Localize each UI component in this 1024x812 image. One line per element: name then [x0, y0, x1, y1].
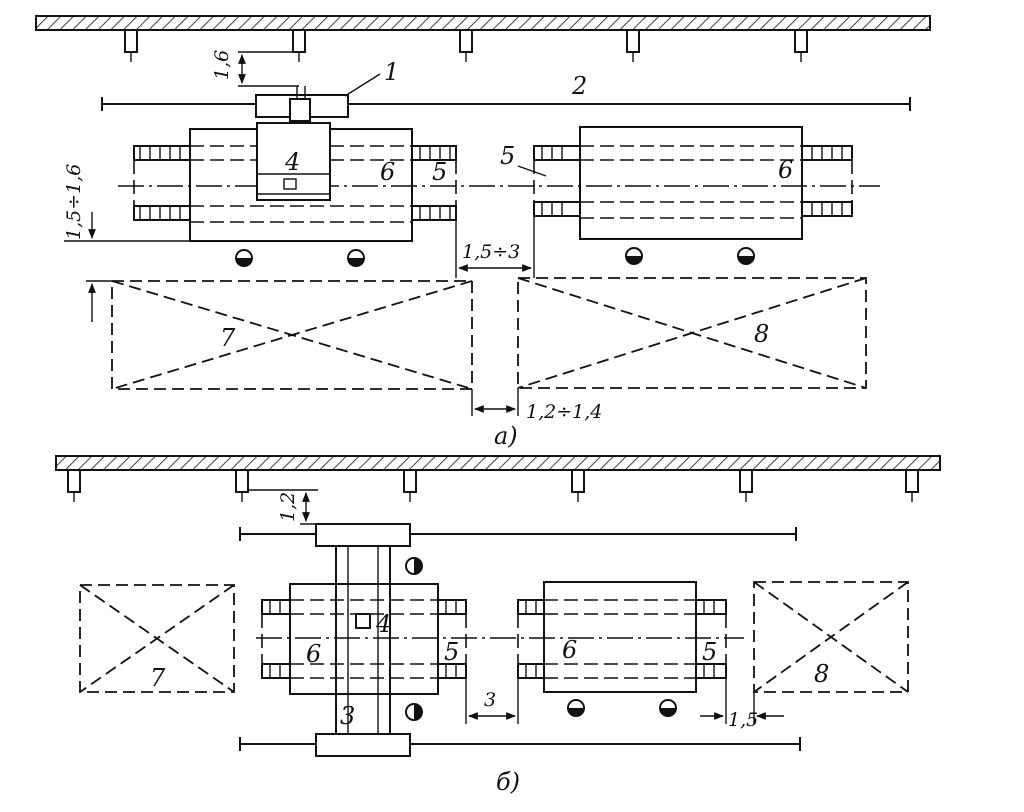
column: [292, 29, 306, 62]
operator-icons-a: [235, 247, 755, 267]
label-5: 5: [500, 142, 515, 170]
label-8: 8: [814, 660, 829, 688]
operator-icon: [737, 247, 755, 265]
machine-6-left-b: 6: [289, 583, 439, 695]
label-7: 7: [150, 664, 166, 692]
column: [403, 469, 417, 502]
operator-icon: [567, 699, 585, 717]
storage-area-8-a: 8: [517, 277, 867, 389]
dimension-between-areas-a: 1,2÷1,4: [471, 388, 602, 423]
column: [124, 29, 138, 62]
roll-5-mid-b: 5: [437, 599, 467, 679]
roll-5-right-b: [517, 599, 545, 679]
label-4: 4: [375, 610, 391, 638]
roll-left-a: [133, 145, 191, 221]
dimension-column-gap-b: 1,2: [248, 489, 318, 525]
machine-6-right-a: 6: [579, 126, 803, 240]
dim-text: 1,2: [277, 492, 299, 522]
machine-6-left-a: 4 6: [189, 122, 413, 242]
wall-a: [35, 15, 931, 31]
column: [626, 29, 640, 62]
label-5: 5: [702, 638, 717, 666]
label-6: 6: [562, 636, 577, 664]
dim-text: 1,5÷1,6: [63, 164, 85, 240]
diagram-a: 1,6 2 1: [35, 15, 931, 450]
operator-icon: [625, 247, 643, 265]
dim-text: 3: [484, 689, 496, 711]
label-3: 3: [340, 702, 355, 730]
dim-text: 1,5: [728, 709, 758, 731]
wall-b: [55, 455, 941, 471]
column: [571, 469, 585, 502]
dimension-column-gap-a: 1,6: [211, 50, 299, 87]
roll-right-b: 5: [695, 599, 727, 679]
columns-a: [124, 29, 808, 62]
label-1: 1: [384, 58, 399, 86]
diagram-b: 1,2 7 6: [55, 455, 941, 796]
columns-b: [67, 469, 919, 502]
roll-5-right-a: 5: [500, 142, 581, 217]
crane-1: 1: [255, 58, 399, 122]
storage-area-7-a: 7: [111, 280, 473, 390]
dimension-between-machines-b: 3: [465, 678, 519, 724]
column: [459, 29, 473, 62]
storage-area-7-b: 7: [79, 584, 235, 693]
dim-text: 1,5÷3: [462, 241, 520, 263]
caption-a: а): [494, 422, 518, 450]
caption-b: б): [496, 768, 520, 796]
column: [67, 469, 81, 502]
label-6: 6: [778, 156, 793, 184]
column: [905, 469, 919, 502]
label-5: 5: [444, 638, 459, 666]
roll-left-b: [261, 599, 291, 679]
dimension-side-gap-a: 1,5÷1,6: [63, 164, 190, 322]
operator-icon: [405, 557, 423, 575]
column: [235, 469, 249, 502]
column: [794, 29, 808, 62]
bridge-crane-3-b: 4 3: [315, 523, 411, 757]
label-4: 4: [284, 148, 300, 176]
operator-icon: [235, 249, 253, 267]
dim-text: 1,2÷1,4: [526, 401, 602, 423]
storage-area-8-b: 8: [753, 581, 909, 693]
label-6: 6: [306, 640, 321, 668]
roll-right-a: [801, 145, 853, 217]
label-6: 6: [380, 158, 395, 186]
dimension-between-machines-a: 1,5÷3: [455, 216, 535, 278]
roll-5-mid-a: 5: [411, 145, 457, 221]
operator-icon: [659, 699, 677, 717]
operator-icon: [405, 703, 423, 721]
label-7: 7: [220, 324, 236, 352]
operator-icon: [347, 249, 365, 267]
label-2: 2: [571, 72, 587, 100]
column: [739, 469, 753, 502]
dim-text: 1,6: [211, 50, 233, 80]
operator-icons-b: [405, 557, 677, 721]
machine-6-right-b: 6: [543, 581, 697, 693]
label-5: 5: [432, 158, 447, 186]
dimension-end-gap-b: 1,5: [700, 678, 784, 731]
label-8: 8: [754, 320, 769, 348]
